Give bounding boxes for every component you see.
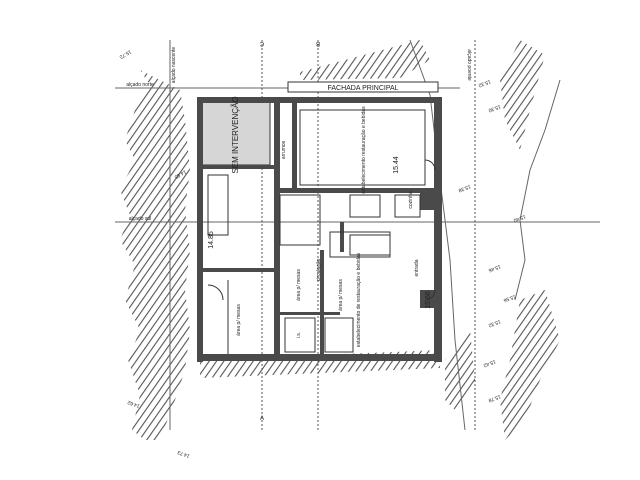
level-left: 14.85 <box>208 231 215 249</box>
elevation-mark: 14.73 <box>177 449 191 459</box>
elevation-mark: 15.30 <box>487 103 501 113</box>
elevation-mark: 15.42 <box>482 358 496 368</box>
elevation-mark: 14.85 <box>173 168 187 180</box>
elevation-mark: 15.40 <box>512 213 526 223</box>
elevation-mark: 15.38 <box>457 183 471 193</box>
elevation-mark: 14.62 <box>127 399 141 409</box>
terrain-elevations: 15.72 15.32 15.30 15.38 15.40 15.46 15.5… <box>118 48 526 458</box>
grid-marker-b: B <box>316 40 320 46</box>
top-right-terrain-hatch <box>300 40 430 80</box>
elevation-label-3: alçado norte <box>126 82 154 88</box>
interior-lines <box>207 109 436 354</box>
elevation-label-1: alçado nascente <box>171 47 177 84</box>
grid-marker-c: C <box>259 40 264 46</box>
grid-marker-a: A <box>260 416 264 422</box>
elevation-mark: 15.72 <box>118 48 132 60</box>
circulation-label: circulação <box>316 259 322 282</box>
wc-label: i.s. <box>296 332 302 338</box>
elevation-mark: 15.78 <box>487 393 501 403</box>
elevation-mark: 15.32 <box>477 78 491 88</box>
elevation-mark: 15.32 <box>487 318 501 328</box>
entrance-label: entrada <box>414 259 420 276</box>
kitchen-label: cozinha <box>408 191 414 208</box>
terrain-contour-right <box>514 79 561 301</box>
right-terrain-hatch-1 <box>500 40 545 150</box>
elevation-mark: 15.46 <box>487 263 501 273</box>
no-intervention-label: SEM INTERVENÇÃO <box>231 96 240 173</box>
facade-label: FACHADA PRINCIPAL <box>327 85 398 92</box>
main-room-label: estabelecimento restauração e bebidas <box>361 106 367 194</box>
right-terrain-hatch-3 <box>445 330 475 410</box>
building-walls <box>197 97 442 362</box>
level-main: 15.44 <box>393 156 400 174</box>
facade-strip <box>287 81 439 93</box>
dining-area-2-label: área p/ mesas <box>296 269 302 301</box>
elevation-label-2: alçado poente <box>466 49 472 81</box>
lower-room-label: estabelecimento de restauração e bebidas <box>356 252 362 347</box>
elevation-mark: 15.56 <box>502 293 516 303</box>
elevation-label-4: alçado sul <box>129 216 152 222</box>
level-right: 15.66 <box>425 291 432 309</box>
storage-label: arrumos <box>281 140 287 159</box>
dining-area-1-label: área p/ mesas <box>236 304 242 336</box>
dining-area-3-label: área p/ mesas <box>338 279 344 311</box>
left-terrain-hatch <box>120 70 190 440</box>
right-terrain-hatch-2 <box>500 290 560 440</box>
